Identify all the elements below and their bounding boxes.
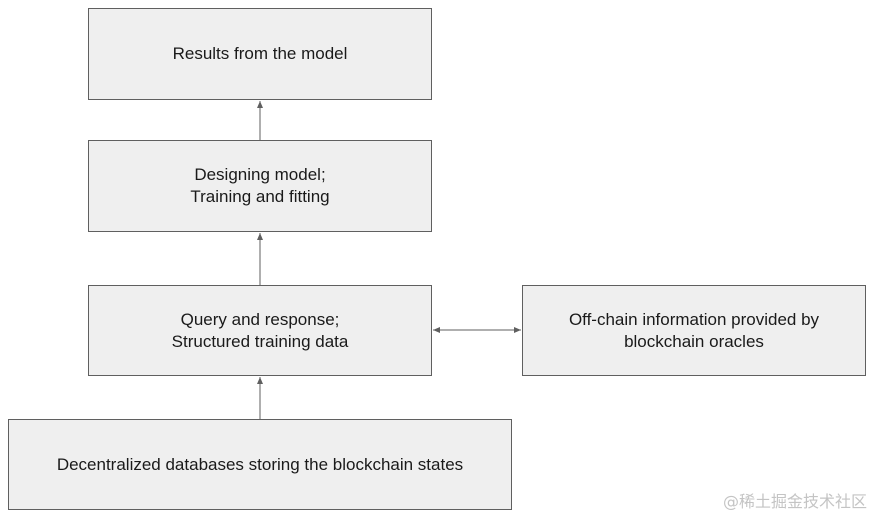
node-label-line: Decentralized databases storing the bloc…	[56, 454, 464, 474]
watermark: @稀土掘金技术社区	[722, 492, 867, 511]
node-designing-model: Designing model; Training and fitting	[88, 140, 432, 232]
node-query-and-response: Query and response; Structured training …	[88, 285, 432, 376]
node-decentralized-databases: Decentralized databases storing the bloc…	[8, 419, 512, 510]
node-label-line: Results from the model	[172, 44, 348, 63]
node-label-line: Designing model;	[194, 165, 326, 184]
node-label-line: Off-chain information provided by	[568, 309, 820, 329]
node-results-from-model: Results from the model	[88, 8, 432, 100]
node-offchain-information: Off-chain information provided by blockc…	[522, 285, 866, 376]
node-label-line: blockchain oracles	[624, 331, 764, 351]
node-label-line: Training and fitting	[190, 187, 330, 206]
node-label-line: Query and response;	[180, 309, 340, 329]
node-label-line: Structured training data	[171, 331, 349, 351]
